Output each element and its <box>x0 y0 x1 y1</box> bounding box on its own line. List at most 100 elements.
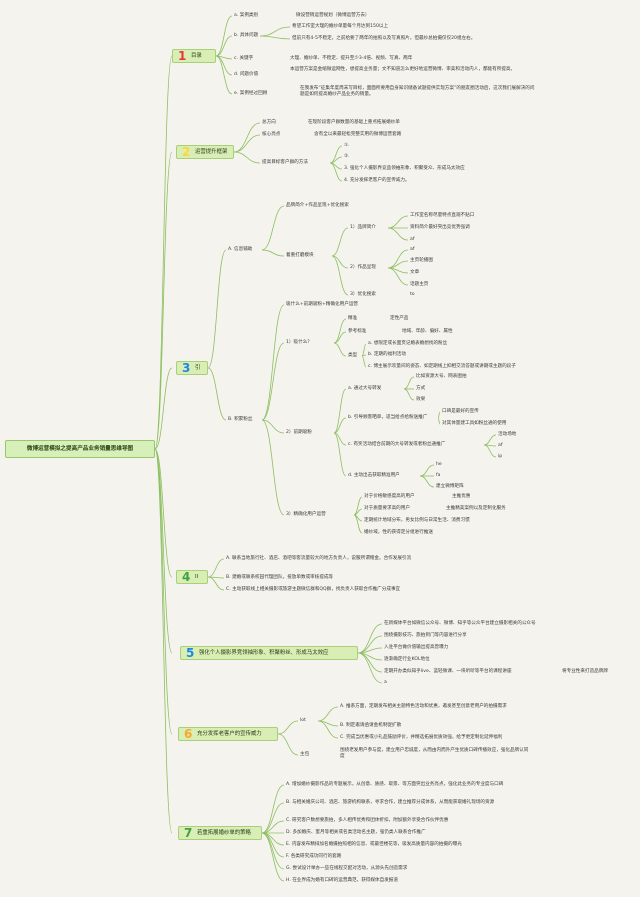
connector-46 <box>333 417 347 434</box>
s3-ed-2: fa <box>436 473 441 478</box>
s3-ops-2-key: 对于质量要求高的用户 <box>364 506 410 511</box>
s3-ea-1: 比如资源大号、网表图拍 <box>416 374 467 379</box>
connector-59 <box>419 475 435 488</box>
s3-eb-1: 口碑是最好的宣传 <box>442 409 479 414</box>
s3-ref-value: 地域、年龄、偏好、属性 <box>402 329 453 334</box>
s3-intro-3: af <box>410 237 415 242</box>
connector-28 <box>387 215 409 229</box>
s6-b-key: 主包 <box>300 752 310 757</box>
s3-ops-3: 定期统计地域分布，男女比例与日常生活、消费习惯 <box>364 518 470 523</box>
s4-item-a: A. 联系当地旅行社、酒店、酒吧等客流量较大的地方负责人，说服所谓赠金。合作发展… <box>226 556 412 561</box>
connector-3 <box>154 448 173 578</box>
connector-52 <box>437 411 441 419</box>
s7-item-f: F. 各类研究成功同行的套路 <box>286 854 342 859</box>
s2-method-4: 4. 充分发挥老客户的宣传威力。 <box>344 178 410 183</box>
section-1-number: 1 <box>178 49 187 63</box>
s6-a-key: lot <box>300 718 306 723</box>
s6-b-value: 围绕老发用户参与度，建立用户忠诚度，从而由内而外产生优质口碑传播效应，强化品牌认… <box>340 748 529 759</box>
section-4-label: II <box>195 574 199 580</box>
s2-method-2: ②. <box>344 154 350 159</box>
connector-67 <box>357 623 383 654</box>
connector-83 <box>261 832 285 858</box>
section-2-node[interactable]: 2 运营提升框架 <box>176 145 234 159</box>
connector-1 <box>154 151 173 450</box>
s5-last-key: 定期开办类似知乎live、蓝轻微课、一块听听等平台的课程讲座 <box>384 669 512 674</box>
s5-item-1: 在新媒体平台如微信公众号、微博、知乎等公众平台建立摄影相关的公众号 <box>384 621 536 626</box>
s3-ea-3: 效果 <box>416 397 426 402</box>
s3-seo-key: 3）优化搜索 <box>350 292 376 297</box>
connector-39 <box>333 318 347 344</box>
connector-48 <box>333 432 347 477</box>
s5-item-2: 围绕摄影技巧、旅拍到门等内容进行分享 <box>384 633 467 638</box>
connector-23 <box>261 205 285 251</box>
connector-56 <box>483 444 497 458</box>
s3-b-top: 吸什么+前期吸粉+精确化用户运营 <box>286 302 359 307</box>
connector-54 <box>483 434 497 446</box>
connector-74 <box>277 733 299 756</box>
connector-40 <box>333 331 347 344</box>
s3-ea-key: a. 通过大号转发 <box>348 386 382 391</box>
s1-item-e-value: 在我发布“征集年度周末写目标，面面所要用自身知识储备试题提供实现方案”的朋友圈活… <box>300 86 535 97</box>
s3-ed-key: d. 主动出击获取精准用户 <box>348 473 400 478</box>
s4-item-b: B. 建婚或联系校园代理团队，投放单数或审核提成等 <box>226 575 334 580</box>
s7-item-e: E. 内容发布精排加名婚摄拍照相的信息、或最佳楼花等，吸发高质量内容的拍摄的曝光 <box>286 842 462 847</box>
connector-44 <box>361 355 367 368</box>
s1-item-b-key: b. 具体问题 <box>234 33 259 38</box>
s7-item-a: A. 增加婚纱摄影作品的专题展示，从创意、质感、取景、等方面突出业务亮点，强化此… <box>286 782 504 787</box>
connector-42 <box>361 343 367 357</box>
connector-25 <box>331 227 349 257</box>
s3-ops-2-value: 主推精美案例以及定制化服务 <box>446 506 506 511</box>
connector-66 <box>207 576 225 591</box>
connector-16 <box>233 151 261 164</box>
connector-11 <box>215 55 233 95</box>
connector-36 <box>261 342 285 421</box>
s3-type-2: b. 定期的福利活动 <box>368 352 406 357</box>
section-6-node[interactable]: 6 充分发挥老客户的宣传威力 <box>178 727 278 741</box>
s3-ea-2: 方式 <box>416 386 426 391</box>
section-1-label: 目录 <box>191 53 202 59</box>
s3-ec-key: c. 有奖活动结合前期的大号转发或者粉丝通推广 <box>348 442 446 447</box>
s3-eb-key: b. 引导顾客晒单，适当给点给粉送推广 <box>348 415 428 420</box>
section-4-node[interactable]: 4 II <box>176 570 208 584</box>
section-3-node[interactable]: 3 引 <box>176 361 208 375</box>
s2-direction-value: 在现阶段客户群数量的基础上重点拓展婚纱单 <box>308 120 400 125</box>
section-7-node[interactable]: 7 若重拓展婚纱单的策略 <box>178 826 262 840</box>
section-3-number: 3 <box>182 361 191 375</box>
section-3-label: 引 <box>195 365 201 371</box>
s2-core-value: 含有全以来最轻松完整实用的微博运营套路 <box>314 132 402 137</box>
s3-works-2: 主页轮播图 <box>410 258 433 263</box>
s2-direction-key: 总方向 <box>262 120 276 125</box>
section-5-node[interactable]: 5 强化个人摄影界竞领袖形象、积聚粉丝、形成马太效应 <box>180 646 358 660</box>
s3-intro-1: 工作室名称尽量特点直观不贴口 <box>410 213 475 218</box>
connector-38 <box>261 419 285 516</box>
s3-b-key: B. 积累粉丝 <box>228 417 253 422</box>
connector-73 <box>277 720 299 735</box>
section-6-label: 充分发挥老客户的宣传威力 <box>197 731 262 737</box>
s3-ref-key: 参考标准 <box>348 329 367 334</box>
connector-30 <box>387 227 409 241</box>
s3-a-top: 品牌简介+作品呈现+优化搜索 <box>286 203 349 208</box>
section-1-node[interactable]: 1 目录 <box>172 49 216 63</box>
s6-a-item-3: C. 完成当优惠或小礼品鼓励评价，并精选拓展优质效强，给予更定制化延伸福利 <box>340 735 503 740</box>
s3-works-1: af <box>410 247 415 252</box>
s1-item-d-key: d. 问题价值 <box>234 72 259 77</box>
s1-item-c-key: c. 关键字 <box>234 56 254 61</box>
s1-item-c-value: 大理、婚纱单、不稳定、提升至少3-4倍、视频、写真、两年 <box>290 56 413 61</box>
s3-ops-1-key: 对于价格敏感度高的用户 <box>364 494 415 499</box>
section-2-label: 运营提升框架 <box>195 149 228 155</box>
s3-type-1: a. 想限定或长面页记婚表婚想找的粉丝 <box>368 341 448 346</box>
s2-method-3: 3. 强化个人摄影界竞品领袖形象、积聚受众、形成马太效应 <box>344 166 465 171</box>
s3-ec-2: af <box>498 443 503 448</box>
connector-41 <box>333 342 347 357</box>
s3-intro-key: 1）品牌简介 <box>350 225 376 230</box>
s5-last-value: 将专业性来打造品牌牌 <box>562 669 608 674</box>
section-5-number: 5 <box>186 646 195 660</box>
section-5-label: 强化个人摄影界竞领袖形象、积聚粉丝、形成马太效应 <box>199 650 329 656</box>
s7-item-c: C. 研究客户数想要旅拍，多人相传优秀和团体折扣，附加额外享受合作伙伴优惠 <box>286 818 449 823</box>
root-node[interactable]: 微博运营模拟之提高产品业务销量思维导图 <box>5 440 155 458</box>
s1-item-b-value-2: 但前只有4-5不稳定，之前给要了两年的拍照以及写真照片，但最纱总拍摄仅仅20组左… <box>292 36 476 41</box>
s3-ops-4: 婚纱域，性的获得定分组进行推送 <box>364 530 433 535</box>
s4-item-c: C. 主动获取线上相关摄影或旅游主题微信群和QQ群，找负责人获取合作推广分成事宜 <box>226 587 401 592</box>
s6-a-item-2: B. 制定邀请函请金机制促扩散 <box>340 723 402 728</box>
s1-item-d-value: 本运营方案是金缩微运网性，想提高业务量；文不知道怎么更好地运营微博、审美和活动内… <box>290 67 516 72</box>
